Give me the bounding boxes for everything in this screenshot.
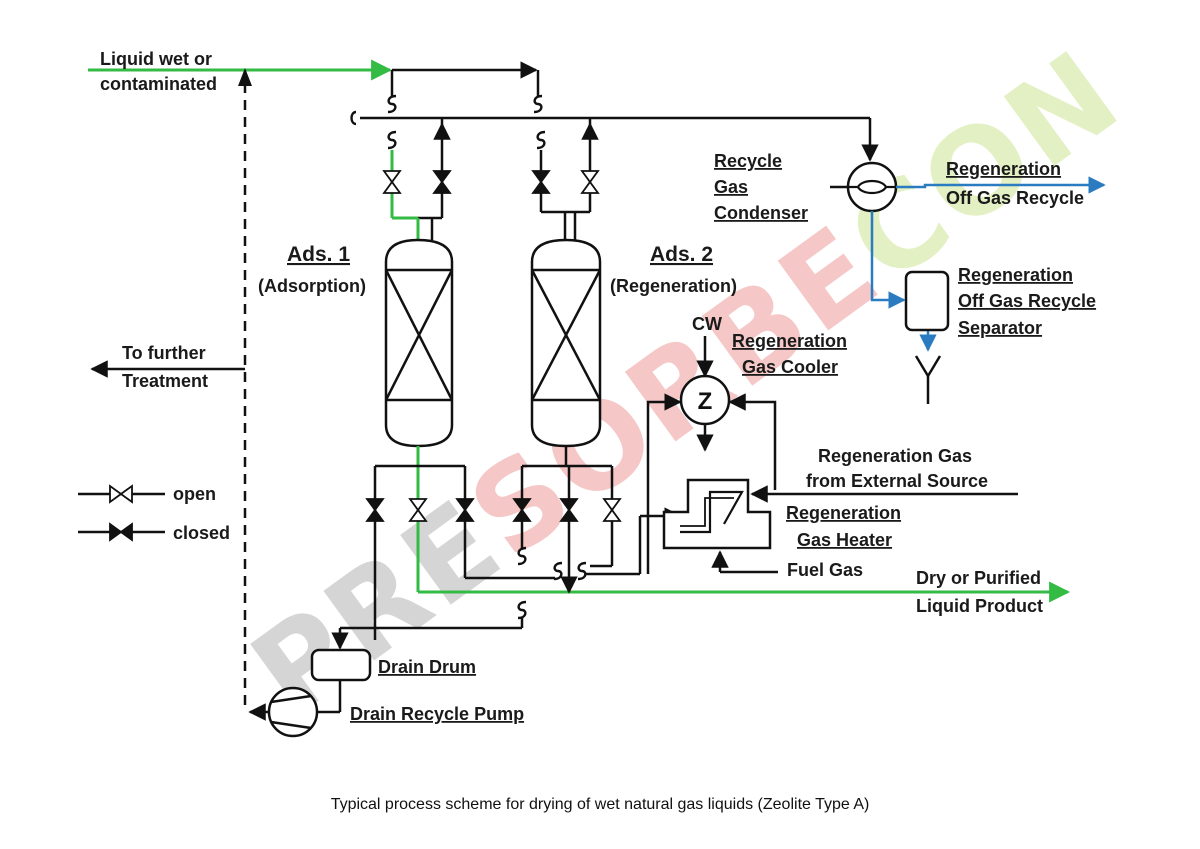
ads-bottom-piping: [331, 446, 1071, 650]
regen-gas-outlet-header: [350, 110, 879, 162]
condenser-label-3: Condenser: [714, 203, 808, 223]
cooler-label-2: Gas Cooler: [742, 357, 838, 377]
offgas-lines: [870, 176, 1106, 352]
legend-closed-label: closed: [173, 523, 230, 543]
separator-label-3: Separator: [958, 318, 1042, 338]
regen-gas-heater[interactable]: [662, 478, 778, 574]
ads1-title: Ads. 1: [287, 243, 350, 266]
cooler-label-1: Regeneration: [732, 331, 847, 351]
ads2-outlet-valve-open[interactable]: [581, 170, 599, 194]
ads1-top-piping: [386, 122, 451, 240]
drain-drum[interactable]: [310, 648, 372, 714]
legend: open closed: [78, 484, 230, 543]
fuel-gas-label: Fuel Gas: [787, 560, 863, 580]
feed-label-1: Liquid wet or: [100, 49, 212, 69]
ads1-feed-valve-open[interactable]: [383, 170, 401, 194]
drain-drum-label: Drain Drum: [378, 657, 476, 677]
external-label-2: from External Source: [806, 471, 988, 491]
cw-label: CW: [692, 314, 722, 334]
condenser-label-1: Recycle: [714, 151, 782, 171]
ads1-drain-valve-closed[interactable]: [366, 498, 384, 522]
product-label-1: Dry or Purified: [916, 568, 1041, 588]
svg-text:PRESORBECON: PRESORBECON: [227, 23, 1145, 743]
legend-open-valve-icon: [109, 485, 133, 503]
ads2-title: Ads. 2: [650, 243, 713, 266]
offgas-recycle-label-1: Regeneration: [946, 159, 1061, 179]
drain-recycle-pump[interactable]: [248, 686, 319, 738]
ads1-mode: (Adsorption): [258, 276, 366, 296]
ads2-feed-valve-closed[interactable]: [532, 170, 550, 194]
feed-line: [88, 59, 544, 114]
heater-label-1: Regeneration: [786, 503, 901, 523]
separator-label-1: Regeneration: [958, 265, 1073, 285]
offgas-separator[interactable]: [904, 270, 950, 404]
condenser-label-2: Gas: [714, 177, 748, 197]
feed-label-2: contaminated: [100, 74, 217, 94]
drain-pump-label: Drain Recycle Pump: [350, 704, 524, 724]
legend-closed-valve-icon: [109, 523, 133, 541]
cooler-symbol: Z: [698, 388, 713, 415]
further-label-1: To further: [122, 343, 206, 363]
ads2-top-piping: [535, 122, 599, 240]
figure-caption: Typical process scheme for drying of wet…: [331, 796, 870, 813]
legend-open-label: open: [173, 484, 216, 504]
separator-label-2: Off Gas Recycle: [958, 291, 1096, 311]
further-label-2: Treatment: [122, 371, 208, 391]
cooler-piping: [646, 393, 1018, 574]
ads2-mode: (Regeneration): [610, 276, 737, 296]
adsorber-2[interactable]: [530, 238, 602, 448]
adsorber-1[interactable]: [384, 238, 454, 448]
external-label-1: Regeneration Gas: [818, 446, 972, 466]
product-label-2: Liquid Product: [916, 596, 1043, 616]
watermark: PRESORBECON: [227, 23, 1145, 743]
ads1-outlet-valve-closed[interactable]: [433, 170, 451, 194]
offgas-recycle-label-2: Off Gas Recycle: [946, 188, 1084, 208]
drain-recycle-return-line: [238, 68, 252, 705]
heater-label-2: Gas Heater: [797, 530, 892, 550]
